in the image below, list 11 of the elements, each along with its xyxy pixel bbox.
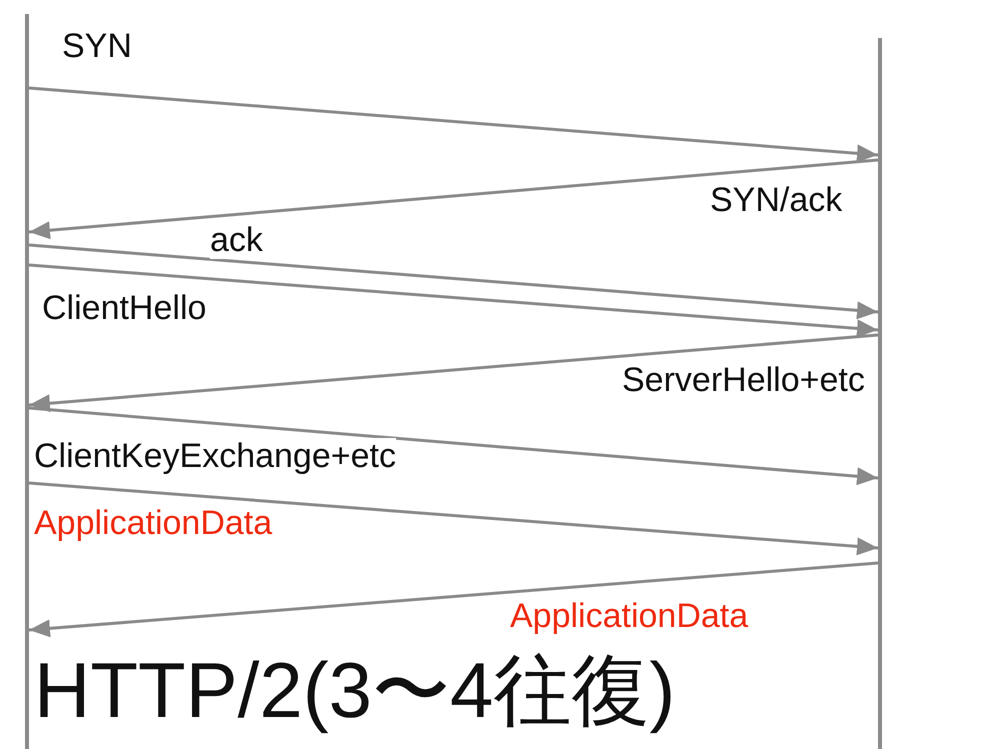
arrow	[28, 482, 878, 556]
arrow	[28, 562, 878, 638]
arrow	[28, 406, 878, 486]
arrow	[28, 264, 878, 338]
arrow	[28, 334, 878, 412]
lifeline	[25, 14, 29, 749]
arrow	[28, 244, 878, 320]
arrow	[28, 86, 878, 162]
arrow	[28, 158, 878, 240]
edge-label: ClientKeyExchange+etc	[34, 438, 396, 476]
lifeline	[878, 38, 882, 749]
